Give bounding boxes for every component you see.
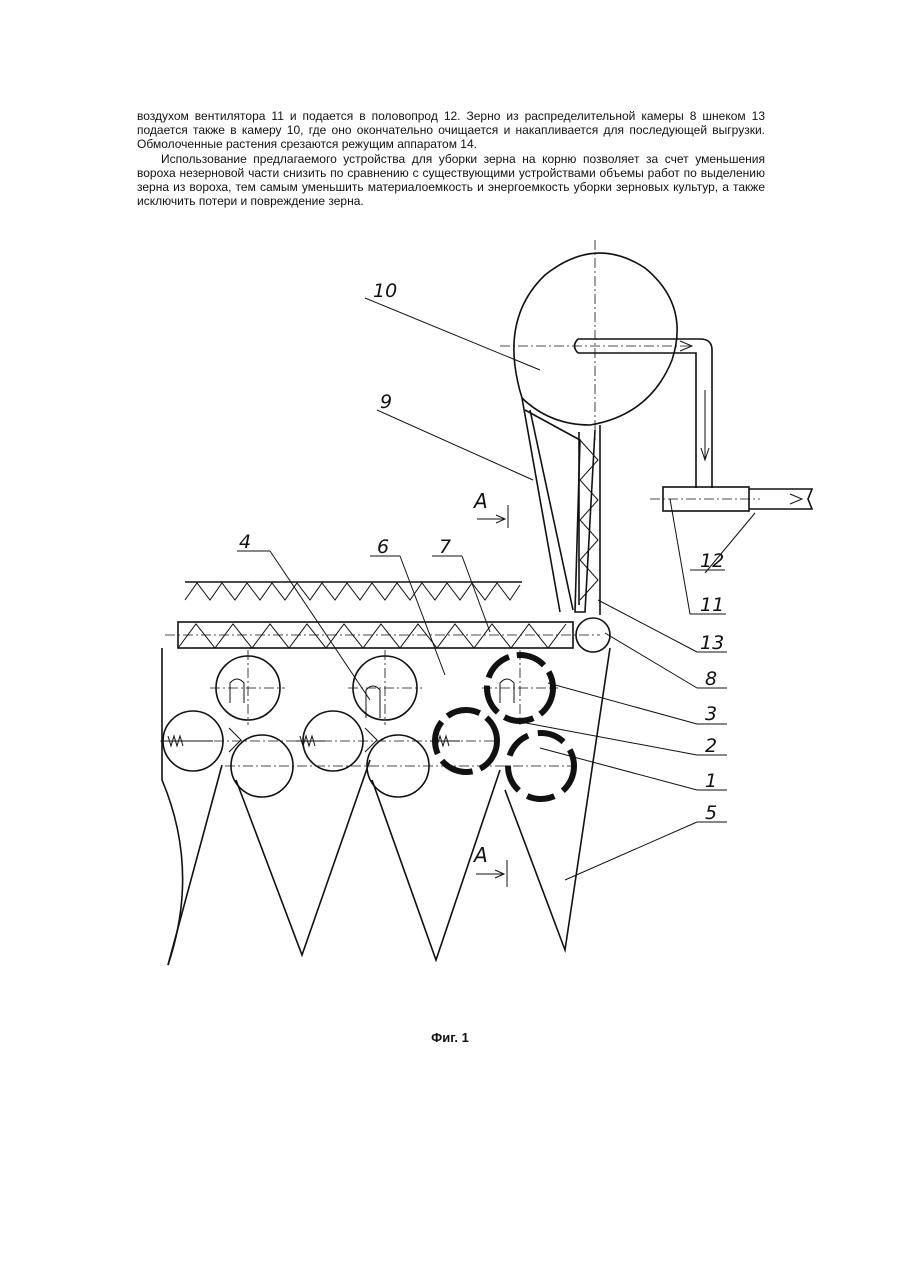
upper-reel — [185, 582, 522, 600]
fan-11 — [650, 487, 812, 511]
label-9: 9 — [380, 391, 392, 413]
label-2: 2 — [705, 735, 717, 757]
leader-lines — [237, 298, 755, 880]
label-10: 10 — [373, 280, 397, 302]
label-8: 8 — [705, 668, 717, 690]
label-13: 13 — [700, 632, 724, 654]
label-3: 3 — [705, 703, 717, 725]
chamber-10 — [500, 240, 690, 440]
label-6: 6 — [377, 536, 389, 558]
figure-labels: 10 9 4 6 7 12 11 13 8 3 2 1 5 — [239, 280, 724, 824]
label-5: 5 — [705, 802, 717, 824]
label-11: 11 — [700, 594, 724, 616]
auger-7 — [165, 618, 610, 652]
upper-rollers — [210, 650, 558, 725]
section-label-top: A — [472, 489, 488, 513]
figure-caption: Фиг. 1 — [0, 1030, 900, 1045]
label-4: 4 — [239, 531, 251, 553]
label-12: 12 — [700, 550, 724, 572]
label-7: 7 — [439, 536, 451, 558]
conveyor-9 — [522, 398, 595, 612]
section-label-bottom: A — [472, 843, 488, 867]
label-1: 1 — [705, 770, 717, 792]
dividers-5 — [162, 648, 610, 965]
